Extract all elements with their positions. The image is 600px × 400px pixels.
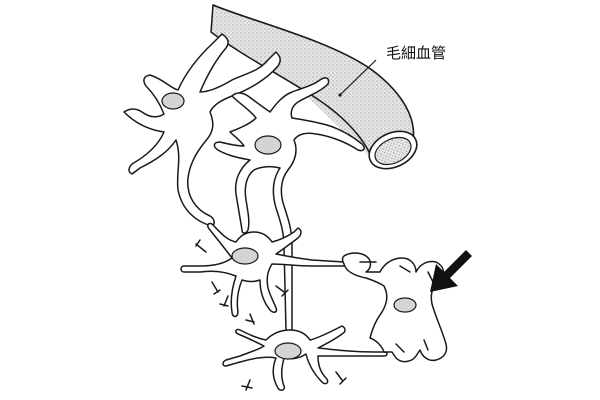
neuron-bottom xyxy=(222,313,388,391)
astrocyte-upper-center xyxy=(213,77,365,334)
neuron-nucleus xyxy=(231,247,259,265)
capillary-label-group: 毛細血管 xyxy=(338,44,446,97)
astrocyte-upper-left xyxy=(123,33,281,227)
astrocyte-nucleus xyxy=(161,92,185,110)
capillary-lumen xyxy=(374,136,412,166)
neuron-middle-left xyxy=(180,222,348,318)
arrow-shape xyxy=(430,250,472,292)
label-leader-line xyxy=(339,59,377,96)
astrocyte-nucleus xyxy=(254,135,282,155)
neuron-nucleus xyxy=(274,342,302,360)
target-cell-right xyxy=(341,252,448,363)
capillary-label: 毛細血管 xyxy=(386,44,446,62)
target-cell-nucleus xyxy=(393,297,417,313)
pointer-arrow xyxy=(430,250,472,292)
